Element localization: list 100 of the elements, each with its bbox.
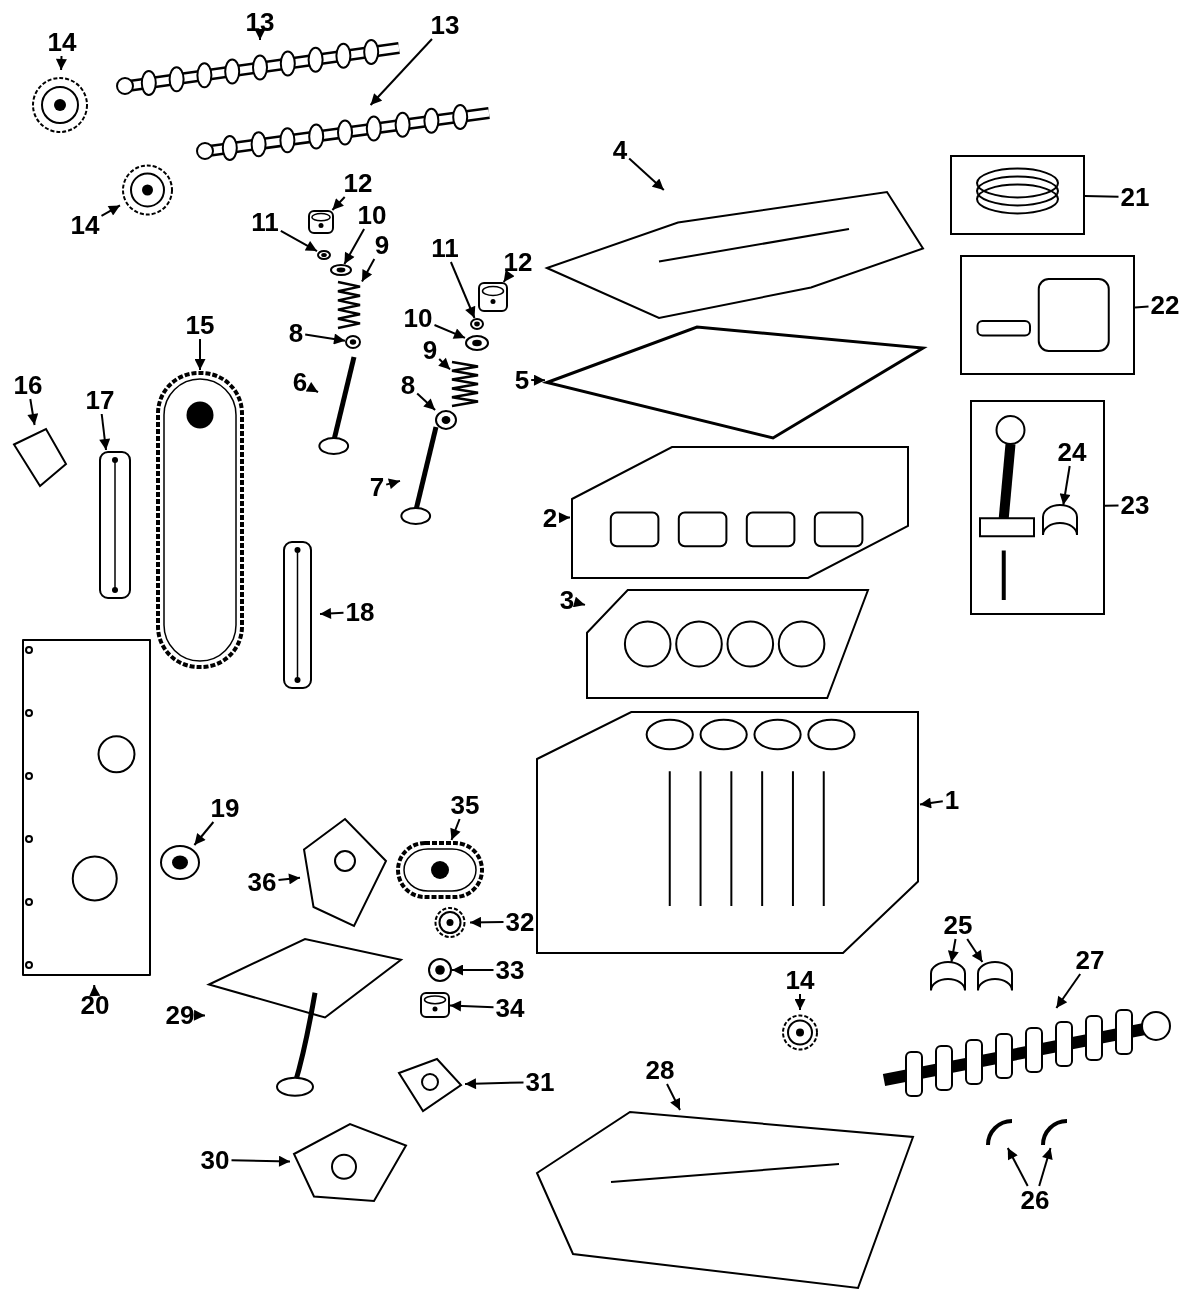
leader-line	[304, 333, 346, 345]
leader-line	[572, 596, 586, 608]
oil-pump-drawing	[290, 1120, 410, 1205]
callout-number: 8	[398, 371, 418, 399]
valve-keeper-drawing	[317, 250, 331, 260]
leader-line	[331, 196, 346, 211]
callout-number: 15	[183, 311, 217, 339]
leader-line	[794, 993, 806, 1011]
oil-seal-drawing	[160, 845, 200, 880]
leader-line	[369, 38, 433, 106]
callout-number: 29	[163, 1001, 197, 1029]
leader-line	[666, 1083, 681, 1111]
callout-number: 14	[783, 966, 817, 994]
leader-line	[450, 818, 461, 841]
leader-line	[193, 821, 215, 846]
valve-cover-drawing	[545, 190, 925, 320]
callout-number: 10	[355, 201, 389, 229]
leader-line	[89, 984, 101, 997]
callout-number: 6	[290, 368, 310, 396]
callout-number: 21	[1118, 183, 1152, 211]
callout-number: 2	[540, 504, 560, 532]
callout-number: 11	[429, 234, 461, 262]
engine-block-drawing	[535, 710, 920, 955]
leader-line	[277, 873, 301, 885]
pump-gasket-drawing	[395, 1055, 465, 1115]
spring-retainer-drawing	[465, 335, 489, 351]
leader-line	[99, 413, 111, 451]
leader-line	[343, 228, 366, 265]
callout-number: 19	[208, 794, 242, 822]
valve-spring-drawing	[450, 360, 480, 408]
leader-line	[279, 229, 318, 253]
leader-line	[193, 1009, 206, 1021]
callout-number: 26	[1018, 1186, 1052, 1214]
balance-shaft-housing-drawing	[300, 815, 390, 930]
callout-number: 11	[249, 208, 281, 236]
callout-number: 30	[198, 1146, 232, 1174]
leader-line	[628, 157, 665, 191]
piston-ring-set-drawing	[950, 155, 1085, 235]
leader-line	[451, 964, 495, 976]
leader-line	[530, 374, 546, 386]
callout-number: 33	[493, 956, 527, 984]
crankshaft-drawing	[880, 1008, 1170, 1098]
timing-chain-drawing	[155, 370, 245, 670]
leader-line	[502, 269, 515, 283]
leader-line	[100, 204, 121, 217]
spring-retainer-drawing	[330, 264, 352, 276]
leader-line	[947, 938, 959, 963]
thrust-washer-drawing	[1040, 1118, 1070, 1148]
callout-number: 8	[286, 319, 306, 347]
leader-line	[27, 398, 39, 426]
callout-number: 31	[523, 1068, 557, 1096]
leader-line	[1006, 1147, 1029, 1187]
callout-number: 27	[1073, 946, 1107, 974]
o-ring-drawing	[428, 958, 452, 982]
callout-number: 12	[501, 248, 535, 276]
callout-number: 13	[428, 11, 462, 39]
callout-number: 16	[11, 371, 45, 399]
leader-line	[469, 916, 505, 928]
leader-line	[1084, 195, 1120, 198]
callout-number: 9	[420, 336, 440, 364]
callout-number: 9	[372, 231, 392, 259]
callout-number: 28	[643, 1056, 677, 1084]
leader-line	[464, 1078, 525, 1090]
callout-number: 7	[367, 473, 387, 501]
callout-number: 34	[493, 994, 527, 1022]
leader-line	[1059, 465, 1071, 506]
leader-line	[919, 797, 944, 809]
callout-number: 12	[341, 169, 375, 197]
callout-number: 24	[1055, 438, 1089, 466]
callout-number: 5	[512, 366, 532, 394]
oil-pan-drawing	[535, 1110, 915, 1290]
leader-line	[449, 1000, 495, 1012]
valve-keeper-drawing	[470, 318, 484, 330]
chain-tensioner-drawing	[10, 425, 70, 490]
piston-drawing	[960, 255, 1135, 375]
leader-line	[230, 1155, 291, 1167]
leader-line	[1055, 973, 1082, 1009]
leader-line	[449, 261, 476, 319]
callout-number: 17	[83, 386, 117, 414]
leader-line	[558, 512, 571, 524]
leader-line	[438, 357, 451, 371]
leader-line	[319, 607, 345, 619]
cover-gasket-drawing	[545, 325, 925, 440]
callout-number: 1	[942, 786, 962, 814]
leader-line	[385, 478, 401, 490]
callout-number: 14	[68, 211, 102, 239]
callout-number: 22	[1148, 291, 1182, 319]
head-gasket-drawing	[585, 588, 870, 700]
callout-number: 14	[45, 28, 79, 56]
leader-line	[966, 938, 984, 963]
balancer-chain-drawing	[395, 840, 485, 900]
leader-line	[1104, 504, 1120, 507]
valve-seal-drawing	[435, 410, 457, 430]
leader-line	[416, 392, 437, 411]
callout-number: 36	[245, 868, 279, 896]
parts-frame	[970, 400, 1105, 615]
oil-pickup-drawing	[205, 935, 405, 1100]
callout-number: 4	[610, 136, 630, 164]
leader-line	[361, 258, 376, 283]
valve-seal-drawing	[345, 335, 361, 349]
